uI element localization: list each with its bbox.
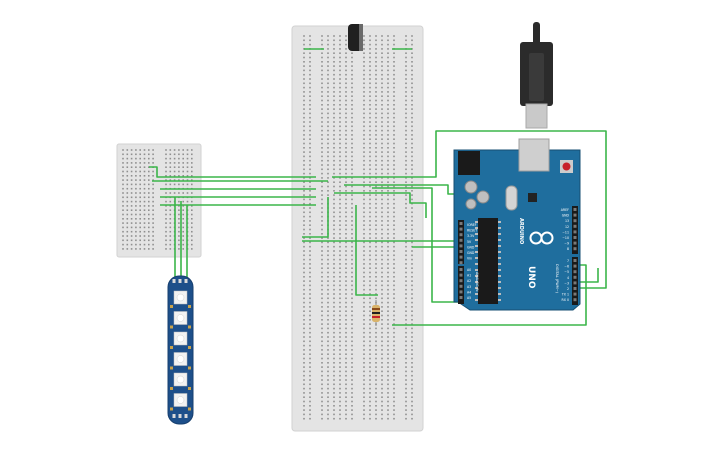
pin-labels: IOREFRESET3.3V5VGNDGNDVinA0A1A2A3A4A5ARE… bbox=[467, 208, 570, 302]
reset-button-cap bbox=[562, 162, 571, 171]
digital-pin-label: ~9 bbox=[564, 242, 569, 246]
neopixel-pad bbox=[184, 414, 188, 418]
neopixel-side-pad bbox=[188, 387, 191, 390]
neopixel-pad bbox=[172, 279, 176, 283]
digital-pin-label: ~3 bbox=[564, 281, 569, 285]
neopixel-side-pad bbox=[188, 346, 191, 349]
power-pin-label: GND bbox=[467, 245, 475, 249]
neopixel-side-pad bbox=[170, 387, 173, 390]
usb-b-port bbox=[518, 138, 550, 172]
board-brand-label: ARDUINO bbox=[518, 218, 524, 244]
digital-pin-label: RX 0 bbox=[562, 298, 569, 302]
power-pin-label: Vin bbox=[467, 257, 472, 261]
neopixel-stick[interactable] bbox=[167, 275, 194, 425]
wire[interactable] bbox=[334, 192, 427, 218]
usb-interface-chip bbox=[528, 193, 537, 202]
digital-pin-label: 2 bbox=[567, 287, 569, 291]
analog-pin-label: A0 bbox=[467, 268, 471, 272]
wire[interactable] bbox=[355, 205, 378, 296]
board-capacitor bbox=[476, 190, 490, 204]
digital-pin-label: ~6 bbox=[564, 265, 569, 269]
electrolytic-capacitor[interactable] bbox=[348, 24, 363, 51]
neopixel-pad bbox=[184, 279, 188, 283]
digital-header-label: DIGITAL (PWM~) bbox=[555, 264, 559, 294]
neopixel-side-pad bbox=[188, 325, 191, 329]
wire[interactable] bbox=[332, 130, 607, 289]
neopixel-side-pad bbox=[188, 407, 191, 411]
analog-pin-label: A5 bbox=[467, 296, 471, 300]
power-pin-label: GND bbox=[467, 251, 475, 255]
wire[interactable] bbox=[392, 264, 587, 326]
analog-pin-label: A1 bbox=[467, 274, 471, 278]
neopixel-led-lens bbox=[176, 375, 185, 384]
digital-pin-label: 4 bbox=[567, 276, 569, 280]
wire[interactable] bbox=[372, 187, 458, 303]
analog-pin-label: A4 bbox=[467, 290, 471, 294]
digital-header-low bbox=[572, 257, 578, 305]
digital-pin-label: ~10 bbox=[562, 236, 569, 240]
usb-cable bbox=[520, 22, 553, 129]
header-pins bbox=[459, 208, 577, 302]
neopixel-side-pad bbox=[188, 305, 191, 308]
power-pin-label: IOREF bbox=[467, 223, 477, 227]
neopixel-led-lens bbox=[176, 396, 185, 404]
power-header bbox=[458, 220, 464, 264]
neopixel-side-pad bbox=[170, 366, 173, 370]
neopixel-pads bbox=[172, 279, 188, 418]
resistor[interactable] bbox=[372, 300, 380, 326]
neopixel-side-pad bbox=[170, 407, 173, 411]
wire[interactable] bbox=[344, 184, 458, 195]
digital-pin-label: GND bbox=[562, 214, 570, 218]
power-pin-label: 3.3V bbox=[467, 234, 475, 238]
digital-pin-label: 13 bbox=[565, 219, 569, 223]
board-model-label: UNO bbox=[526, 266, 536, 289]
main-breadboard[interactable] bbox=[291, 25, 424, 432]
neopixel-pad bbox=[178, 414, 182, 418]
neopixel-led-lens bbox=[176, 314, 185, 322]
neopixel-led-lens bbox=[176, 293, 185, 302]
digital-pin-label: ~11 bbox=[562, 230, 569, 234]
digital-pin-label: AREF bbox=[561, 208, 569, 212]
power-pin-label: 5V bbox=[467, 240, 472, 244]
board-capacitor bbox=[465, 198, 477, 210]
digital-header-high bbox=[572, 206, 578, 254]
arduino-logo-icon bbox=[529, 231, 554, 245]
neopixel-pad bbox=[172, 414, 176, 418]
wire[interactable] bbox=[302, 197, 329, 238]
neopixel-side-pad bbox=[170, 346, 173, 349]
digital-pin-label: ~5 bbox=[564, 270, 569, 274]
power-pin-label: RESET bbox=[467, 229, 477, 233]
digital-pin-label: TX 1 bbox=[561, 293, 569, 297]
wire[interactable] bbox=[149, 166, 316, 178]
digital-pin-label: 7 bbox=[567, 259, 569, 263]
neopixel-pad bbox=[178, 279, 182, 283]
board-capacitor bbox=[464, 180, 478, 194]
neopixel-leds bbox=[170, 290, 191, 411]
digital-pin-label: 12 bbox=[565, 225, 569, 229]
neopixel-led-lens bbox=[176, 334, 185, 343]
arduino-uno-board[interactable]: UNO ARDUINO IOREFRESET3.3V5VGNDGNDVinA0A… bbox=[453, 138, 581, 311]
wire[interactable] bbox=[578, 268, 599, 283]
chip-legs bbox=[475, 221, 501, 301]
dc-power-jack bbox=[458, 151, 480, 175]
wires bbox=[149, 130, 607, 326]
analog-header-label: ANALOG IN bbox=[475, 272, 479, 292]
neopixel-side-pad bbox=[170, 305, 173, 308]
analog-pin-label: A2 bbox=[467, 279, 471, 283]
neopixel-side-pad bbox=[170, 325, 173, 329]
mini-breadboard[interactable] bbox=[116, 143, 202, 258]
analog-pin-label: A3 bbox=[467, 285, 471, 289]
crystal-oscillator bbox=[505, 185, 518, 211]
digital-pin-label: 8 bbox=[567, 247, 569, 251]
neopixel-led-lens bbox=[176, 355, 185, 363]
neopixel-side-pad bbox=[188, 366, 191, 370]
atmega-microcontroller bbox=[478, 218, 498, 304]
main-breadboard-holes bbox=[303, 35, 413, 420]
